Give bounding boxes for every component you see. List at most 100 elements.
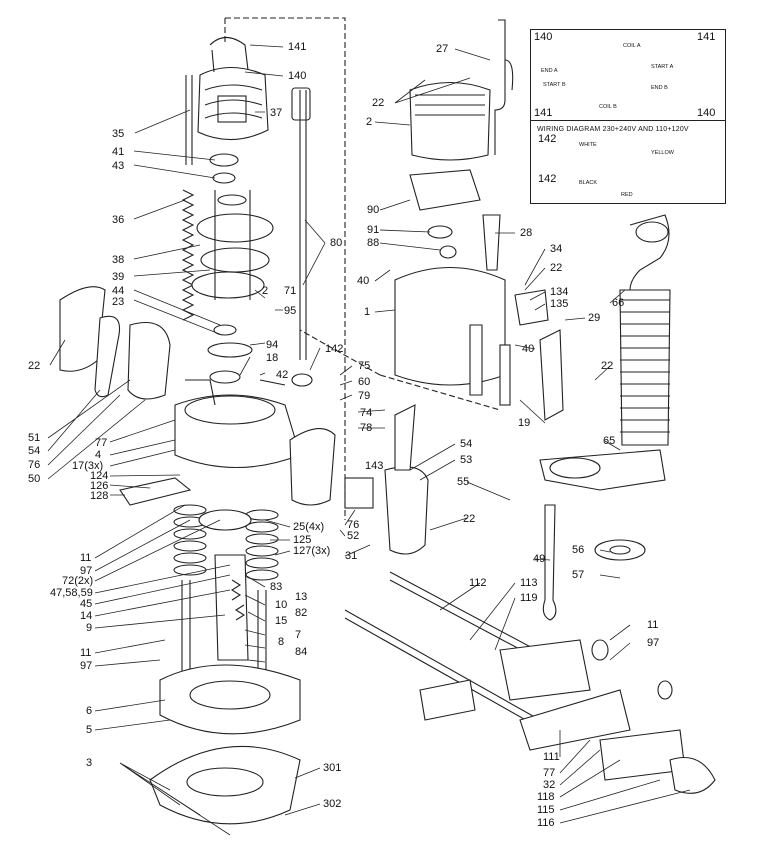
part-label: 125 — [293, 534, 312, 546]
part-label: 36 — [112, 214, 125, 226]
terminal-label: START A — [651, 64, 674, 70]
part-label: 77 — [543, 767, 556, 779]
part-label: 57 — [572, 569, 585, 581]
part-label: 56 — [572, 544, 585, 556]
part-label: 22 — [550, 262, 563, 274]
wiring-diagram-inset: WIRING DIAGRAM 230+240V AND 110+120V COI… — [530, 29, 726, 204]
part-label: 32 — [543, 779, 556, 791]
part-label: 37 — [270, 107, 283, 119]
part-label: 80 — [330, 237, 343, 249]
part-label: 54 — [460, 438, 473, 450]
part-label: 47,58,59 — [50, 587, 93, 599]
part-label: 112 — [469, 577, 487, 589]
part-label: 113 — [520, 577, 538, 589]
part-label: 115 — [537, 804, 555, 816]
part-label: 43 — [112, 160, 125, 172]
part-label: 127(3x) — [293, 545, 331, 557]
part-label: 45 — [80, 598, 93, 610]
part-label: 51 — [28, 432, 41, 444]
part-label: 19 — [518, 417, 531, 429]
part-label: 53 — [460, 454, 473, 466]
part-label: 52 — [347, 530, 360, 542]
part-label: 128 — [90, 490, 109, 502]
part-label: 72(2x) — [62, 575, 94, 587]
part-label: 142 — [325, 343, 344, 355]
spring-36 — [181, 189, 195, 321]
wiring-diagram-title: WIRING DIAGRAM 230+240V AND 110+120V — [537, 126, 689, 133]
part-label: 140 — [534, 31, 553, 43]
part-label: 22 — [601, 360, 614, 372]
armature — [191, 190, 274, 300]
part-label: 97 — [80, 565, 93, 577]
part-label: 126 — [90, 480, 109, 492]
part-label: 74 — [360, 407, 373, 419]
part-label: 23 — [112, 296, 125, 308]
part-label: 82 — [295, 607, 308, 619]
part-label: 28 — [520, 227, 533, 239]
part-label: 118 — [537, 791, 555, 803]
plunge-springs — [173, 504, 279, 581]
part-label: 25(4x) — [293, 521, 325, 533]
wire-color-label: BLACK — [579, 180, 598, 186]
part-label: 22 — [372, 97, 385, 109]
part-label: 142 — [538, 133, 557, 145]
part-label: 77 — [95, 437, 108, 449]
part-label: 134 — [550, 286, 569, 298]
part-label: 11 — [647, 619, 659, 631]
terminal-label: COIL B — [599, 104, 617, 110]
part-label: 50 — [28, 473, 41, 485]
part-label: 13 — [295, 591, 308, 603]
part-label: 135 — [550, 298, 569, 310]
inset-divider — [531, 120, 725, 121]
part-label: 2 — [262, 285, 269, 297]
part-label: 34 — [550, 243, 563, 255]
part-label: 141 — [288, 41, 307, 53]
dust-extraction — [539, 214, 671, 491]
part-label: 54 — [28, 445, 41, 457]
part-label: 29 — [588, 312, 601, 324]
part-label: 140 — [697, 107, 716, 119]
part-label: 76 — [28, 459, 41, 471]
part-label: 55 — [457, 476, 470, 488]
left-handle — [59, 286, 171, 400]
part-label: 42 — [276, 369, 289, 381]
terminal-label: START B — [543, 82, 566, 88]
part-label: 94 — [266, 339, 279, 351]
terminal-label: END A — [541, 68, 558, 74]
motor-housing — [174, 379, 301, 469]
wire-color-label: WHITE — [579, 142, 597, 148]
router-base — [159, 664, 301, 735]
part-label: 41 — [112, 146, 125, 158]
part-label: 2 — [366, 116, 373, 128]
wire-color-label: RED — [621, 192, 633, 198]
part-label: 301 — [323, 762, 342, 774]
part-label: 27 — [436, 43, 449, 55]
part-label: 97 — [80, 660, 93, 672]
part-label: 83 — [270, 581, 283, 593]
part-label: 11 — [80, 552, 92, 564]
part-label: 90 — [367, 204, 380, 216]
part-label: 22 — [463, 513, 476, 525]
part-label: 116 — [537, 817, 555, 829]
part-label: 5 — [86, 724, 93, 736]
part-label: 91 — [367, 224, 380, 236]
part-label: 79 — [358, 390, 371, 402]
part-label: 15 — [275, 615, 288, 627]
part-label: 11 — [80, 647, 92, 659]
part-label: 78 — [360, 422, 373, 434]
part-label: 111 — [543, 751, 560, 763]
part-label: 141 — [534, 107, 553, 119]
part-label: 60 — [358, 376, 371, 388]
part-label: 143 — [365, 460, 384, 472]
part-label: 7 — [295, 629, 302, 641]
part-label: 31 — [345, 550, 358, 562]
part-label: 140 — [288, 70, 307, 82]
part-label: 6 — [86, 705, 93, 717]
part-label: 22 — [28, 360, 41, 372]
part-label: 18 — [266, 352, 279, 364]
part-label: 10 — [275, 599, 288, 611]
terminal-label: END B — [651, 85, 668, 91]
edge-guide — [419, 639, 716, 794]
